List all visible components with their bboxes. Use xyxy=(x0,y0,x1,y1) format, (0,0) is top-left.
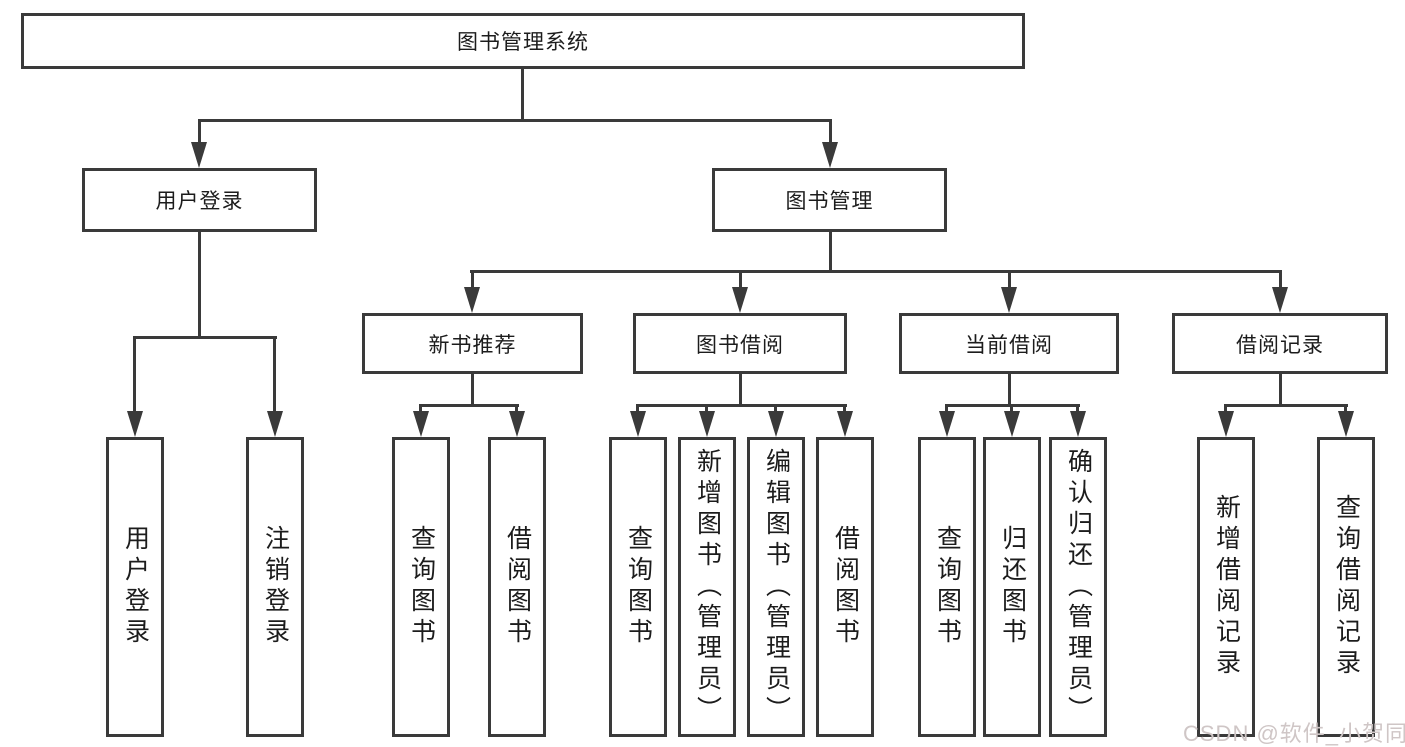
leaf-query-borrow-record-label: 查询借阅记录 xyxy=(1332,494,1361,680)
node-new-book-recommend-label: 新书推荐 xyxy=(428,333,517,357)
arrowhead-down-icon xyxy=(837,411,853,437)
leaf-query-books-recommend: 查询图书 xyxy=(392,437,450,737)
node-library-system-label: 图书管理系统 xyxy=(457,31,589,54)
connector-group-vline xyxy=(1279,374,1282,406)
leaf-query-books-borrowing: 查询图书 xyxy=(609,437,667,737)
arrowhead-down-icon xyxy=(822,142,838,168)
leaf-add-books-admin: 新增图书（管理员） xyxy=(678,437,736,737)
node-book-management: 图书管理 xyxy=(712,168,947,232)
arrowhead-down-icon xyxy=(732,287,748,313)
connector-level3-shaft xyxy=(1008,270,1011,292)
node-book-borrowing: 图书借阅 xyxy=(633,313,847,374)
node-current-borrowing-label: 当前借阅 xyxy=(965,333,1053,357)
leaf-borrow-books-recommend-label: 借阅图书 xyxy=(503,525,532,649)
connector-leaf-shaft xyxy=(774,404,777,414)
arrowhead-down-icon xyxy=(267,411,283,437)
connector-group-vline xyxy=(739,374,742,406)
connector-leaf-shaft xyxy=(419,404,422,414)
leaf-user-login-label: 用户登录 xyxy=(121,525,150,649)
leaf-query-books-recommend-label: 查询图书 xyxy=(407,525,436,649)
leaf-confirm-return-admin-label: 确认归还（管理员） xyxy=(1064,447,1093,727)
arrowhead-down-icon xyxy=(191,142,207,168)
arrowhead-down-icon xyxy=(127,411,143,437)
leaf-confirm-return-admin: 确认归还（管理员） xyxy=(1049,437,1107,737)
connector-leaf-shaft xyxy=(1010,404,1013,414)
connector-leaf-shaft xyxy=(133,336,136,414)
leaf-borrow-books-recommend: 借阅图书 xyxy=(488,437,546,737)
arrowhead-down-icon xyxy=(1218,411,1234,437)
leaf-return-books-label: 归还图书 xyxy=(998,525,1027,649)
node-library-system: 图书管理系统 xyxy=(21,13,1025,69)
connector-leaf-shaft xyxy=(636,404,639,414)
connector-level2-hline xyxy=(198,119,832,122)
arrowhead-down-icon xyxy=(1272,287,1288,313)
connector-root-vline xyxy=(521,67,524,121)
node-borrowing-records-label: 借阅记录 xyxy=(1236,333,1324,357)
connector-group-hline xyxy=(636,404,847,407)
leaf-query-books-current: 查询图书 xyxy=(918,437,976,737)
leaf-query-borrow-record: 查询借阅记录 xyxy=(1317,437,1375,737)
node-current-borrowing: 当前借阅 xyxy=(899,313,1119,374)
leaf-logout-login: 注销登录 xyxy=(246,437,304,737)
node-book-borrowing-label: 图书借阅 xyxy=(696,333,784,357)
connector-level3-shaft xyxy=(739,270,742,292)
arrowhead-down-icon xyxy=(939,411,955,437)
leaf-add-borrow-record: 新增借阅记录 xyxy=(1197,437,1255,737)
connector-level3-shaft xyxy=(471,270,474,292)
connector-leaf-shaft xyxy=(1344,404,1347,414)
node-borrowing-records: 借阅记录 xyxy=(1172,313,1388,374)
connector-leaf-shaft xyxy=(843,404,846,414)
connector-leaf-shaft xyxy=(273,336,276,414)
node-book-management-label: 图书管理 xyxy=(785,190,874,213)
leaf-return-books: 归还图书 xyxy=(983,437,1041,737)
connector-level3-hline xyxy=(470,270,1282,273)
node-user-login: 用户登录 xyxy=(82,168,317,232)
connector-user-login-vline xyxy=(198,232,201,339)
connector-group-hline xyxy=(419,404,519,407)
connector-user-login-hline xyxy=(134,336,277,339)
arrowhead-down-icon xyxy=(1004,411,1020,437)
leaf-query-books-current-label: 查询图书 xyxy=(933,525,962,649)
arrowhead-down-icon xyxy=(413,411,429,437)
csdn-watermark: CSDN @软件_小贺同学 xyxy=(1183,721,1405,746)
leaf-user-login: 用户登录 xyxy=(106,437,164,737)
node-new-book-recommend: 新书推荐 xyxy=(362,313,583,374)
connector-level3-shaft xyxy=(1279,270,1282,292)
arrowhead-down-icon xyxy=(699,411,715,437)
arrowhead-down-icon xyxy=(1070,411,1086,437)
leaf-query-books-borrowing-label: 查询图书 xyxy=(624,525,653,649)
connector-leaf-shaft xyxy=(945,404,948,414)
connector-group-vline xyxy=(1008,374,1011,406)
arrowhead-down-icon xyxy=(1001,287,1017,313)
connector-book-mgmt-shaft xyxy=(829,119,832,149)
connector-leaf-shaft xyxy=(1076,404,1079,414)
connector-group-hline xyxy=(1224,404,1348,407)
arrowhead-down-icon xyxy=(509,411,525,437)
leaf-edit-books-admin-label: 编辑图书（管理员） xyxy=(762,447,791,727)
node-user-login-label: 用户登录 xyxy=(155,190,244,213)
leaf-add-books-admin-label: 新增图书（管理员） xyxy=(693,447,722,727)
leaf-logout-login-label: 注销登录 xyxy=(261,525,290,649)
arrowhead-down-icon xyxy=(1338,411,1354,437)
connector-user-login-shaft xyxy=(198,119,201,149)
leaf-edit-books-admin: 编辑图书（管理员） xyxy=(747,437,805,737)
leaf-borrow-books: 借阅图书 xyxy=(816,437,874,737)
arrowhead-down-icon xyxy=(464,287,480,313)
leaf-borrow-books-label: 借阅图书 xyxy=(831,525,860,649)
arrowhead-down-icon xyxy=(630,411,646,437)
arrowhead-down-icon xyxy=(768,411,784,437)
connector-leaf-shaft xyxy=(705,404,708,414)
connector-leaf-shaft xyxy=(1224,404,1227,414)
connector-leaf-shaft xyxy=(515,404,518,414)
leaf-add-borrow-record-label: 新增借阅记录 xyxy=(1212,494,1241,680)
connector-book-mgmt-vline xyxy=(829,232,832,273)
connector-group-vline xyxy=(471,374,474,406)
